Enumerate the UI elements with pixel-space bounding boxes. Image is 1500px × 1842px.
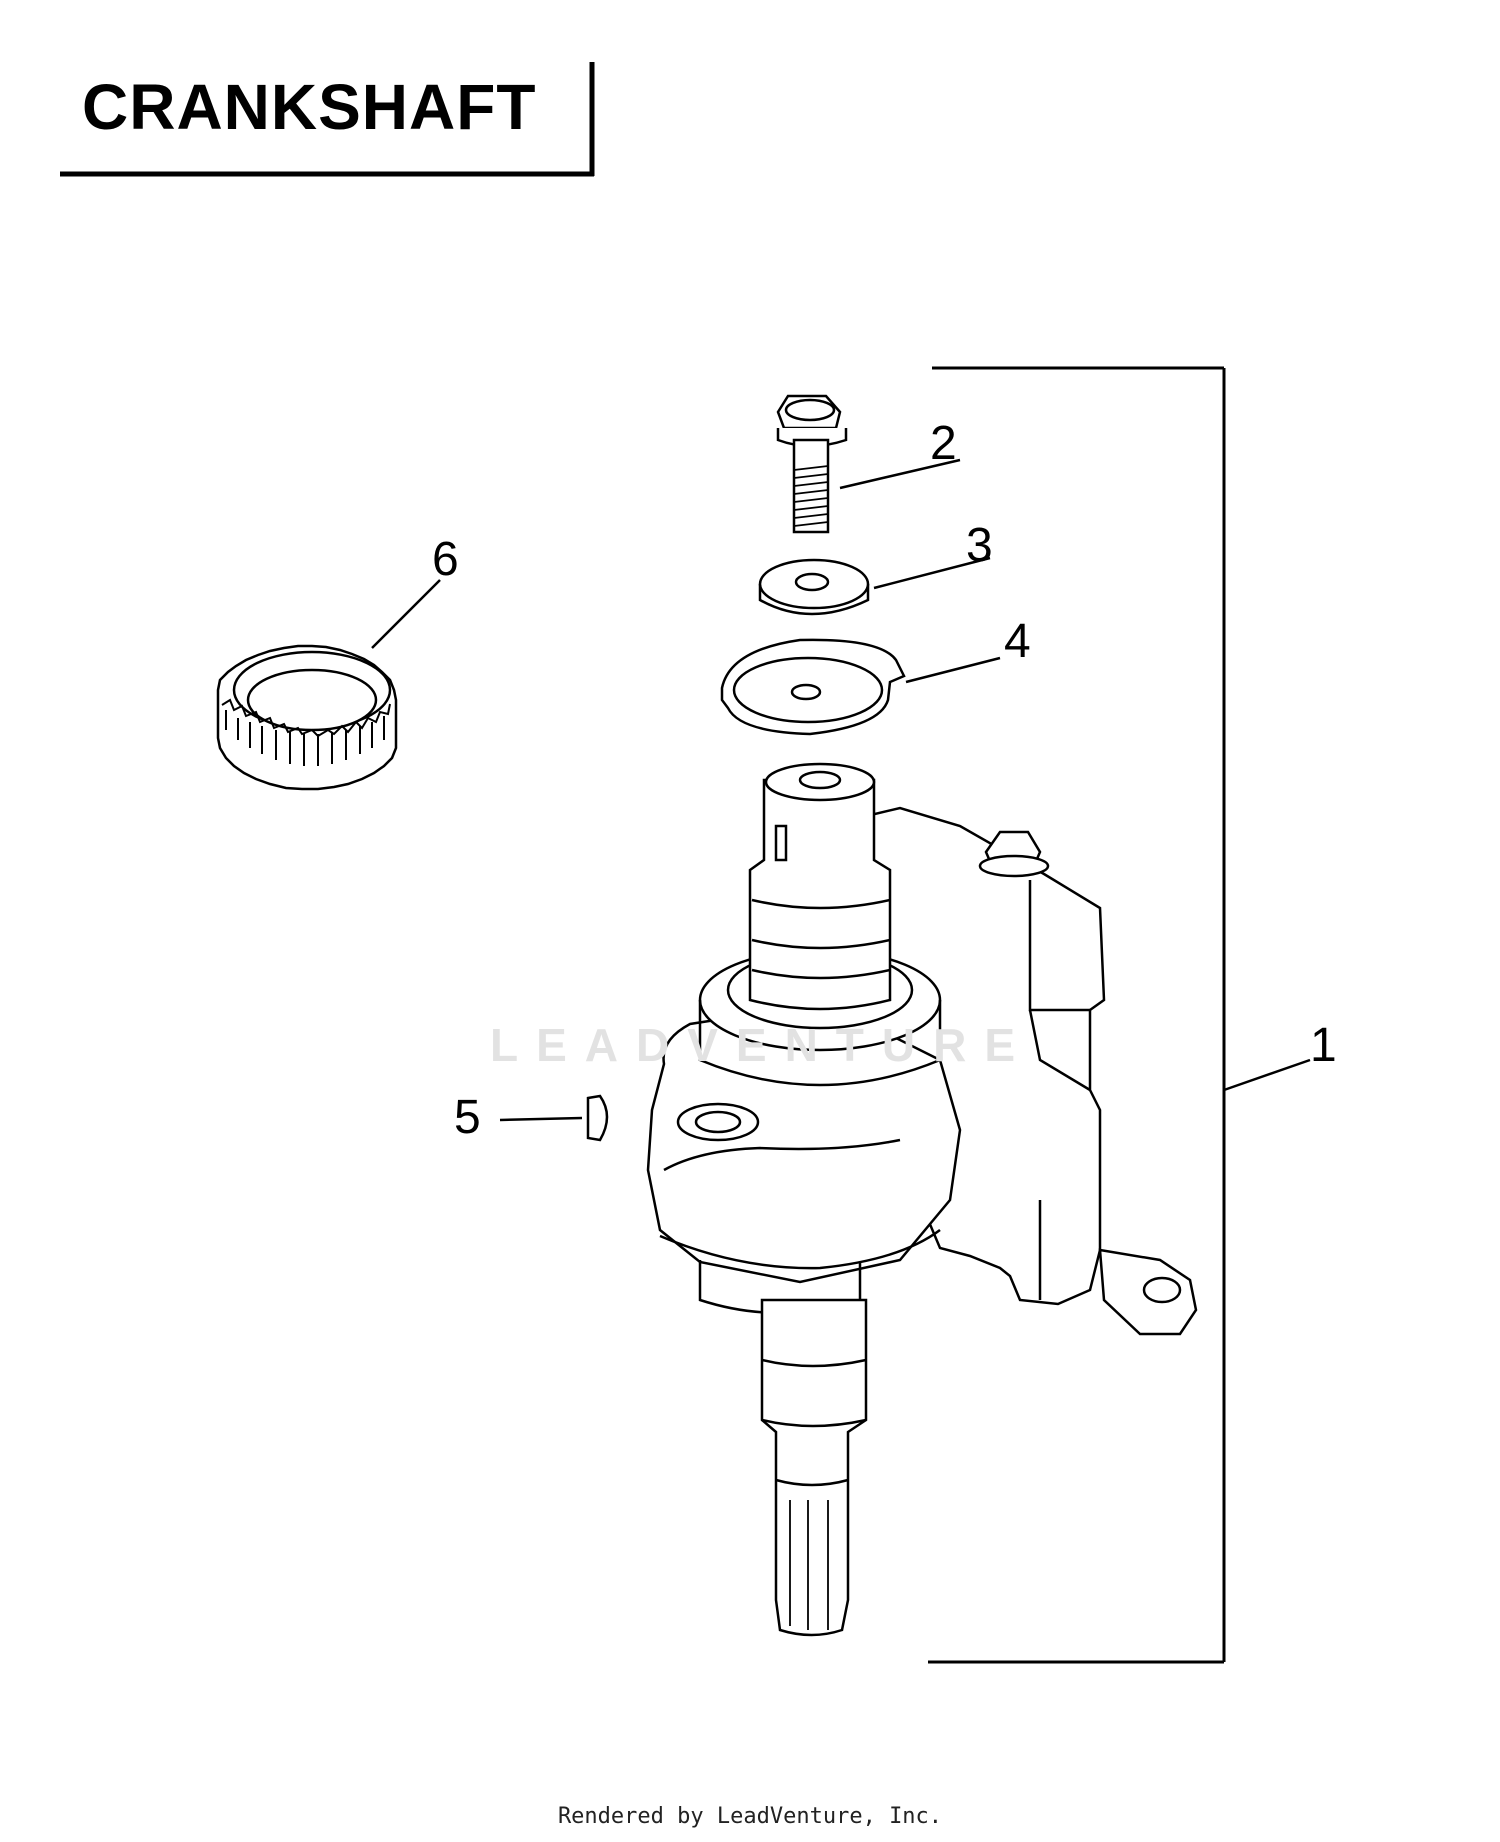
crankshaft-assembly [646, 762, 1198, 1637]
assembly-bracket [928, 366, 1226, 1664]
callout-6: 6 [432, 533, 459, 586]
callout-1: 1 [1310, 1019, 1337, 1072]
callout-5: 5 [454, 1091, 481, 1144]
washer-part [758, 558, 870, 616]
callout-4: 4 [1004, 615, 1031, 668]
leader-1 [1223, 1058, 1311, 1092]
key-part [586, 1094, 609, 1142]
watermark-text: LEADVENTURE [490, 1019, 1034, 1071]
gear-part [216, 644, 398, 791]
callout-3: 3 [966, 519, 993, 572]
leader-4 [905, 656, 1001, 684]
leader-lines [371, 458, 1311, 1122]
callout-2: 2 [930, 417, 957, 470]
diagram-title: CRANKSHAFT [82, 71, 537, 143]
leader-3 [873, 556, 991, 590]
leader-6 [371, 579, 441, 649]
bolt-part [776, 394, 848, 534]
footer-credit: Rendered by LeadVenture, Inc. [557, 1804, 943, 1829]
retainer-plate-part [720, 638, 906, 736]
leader-5 [499, 1116, 583, 1122]
title-frame [60, 62, 595, 177]
leader-2 [839, 458, 961, 490]
